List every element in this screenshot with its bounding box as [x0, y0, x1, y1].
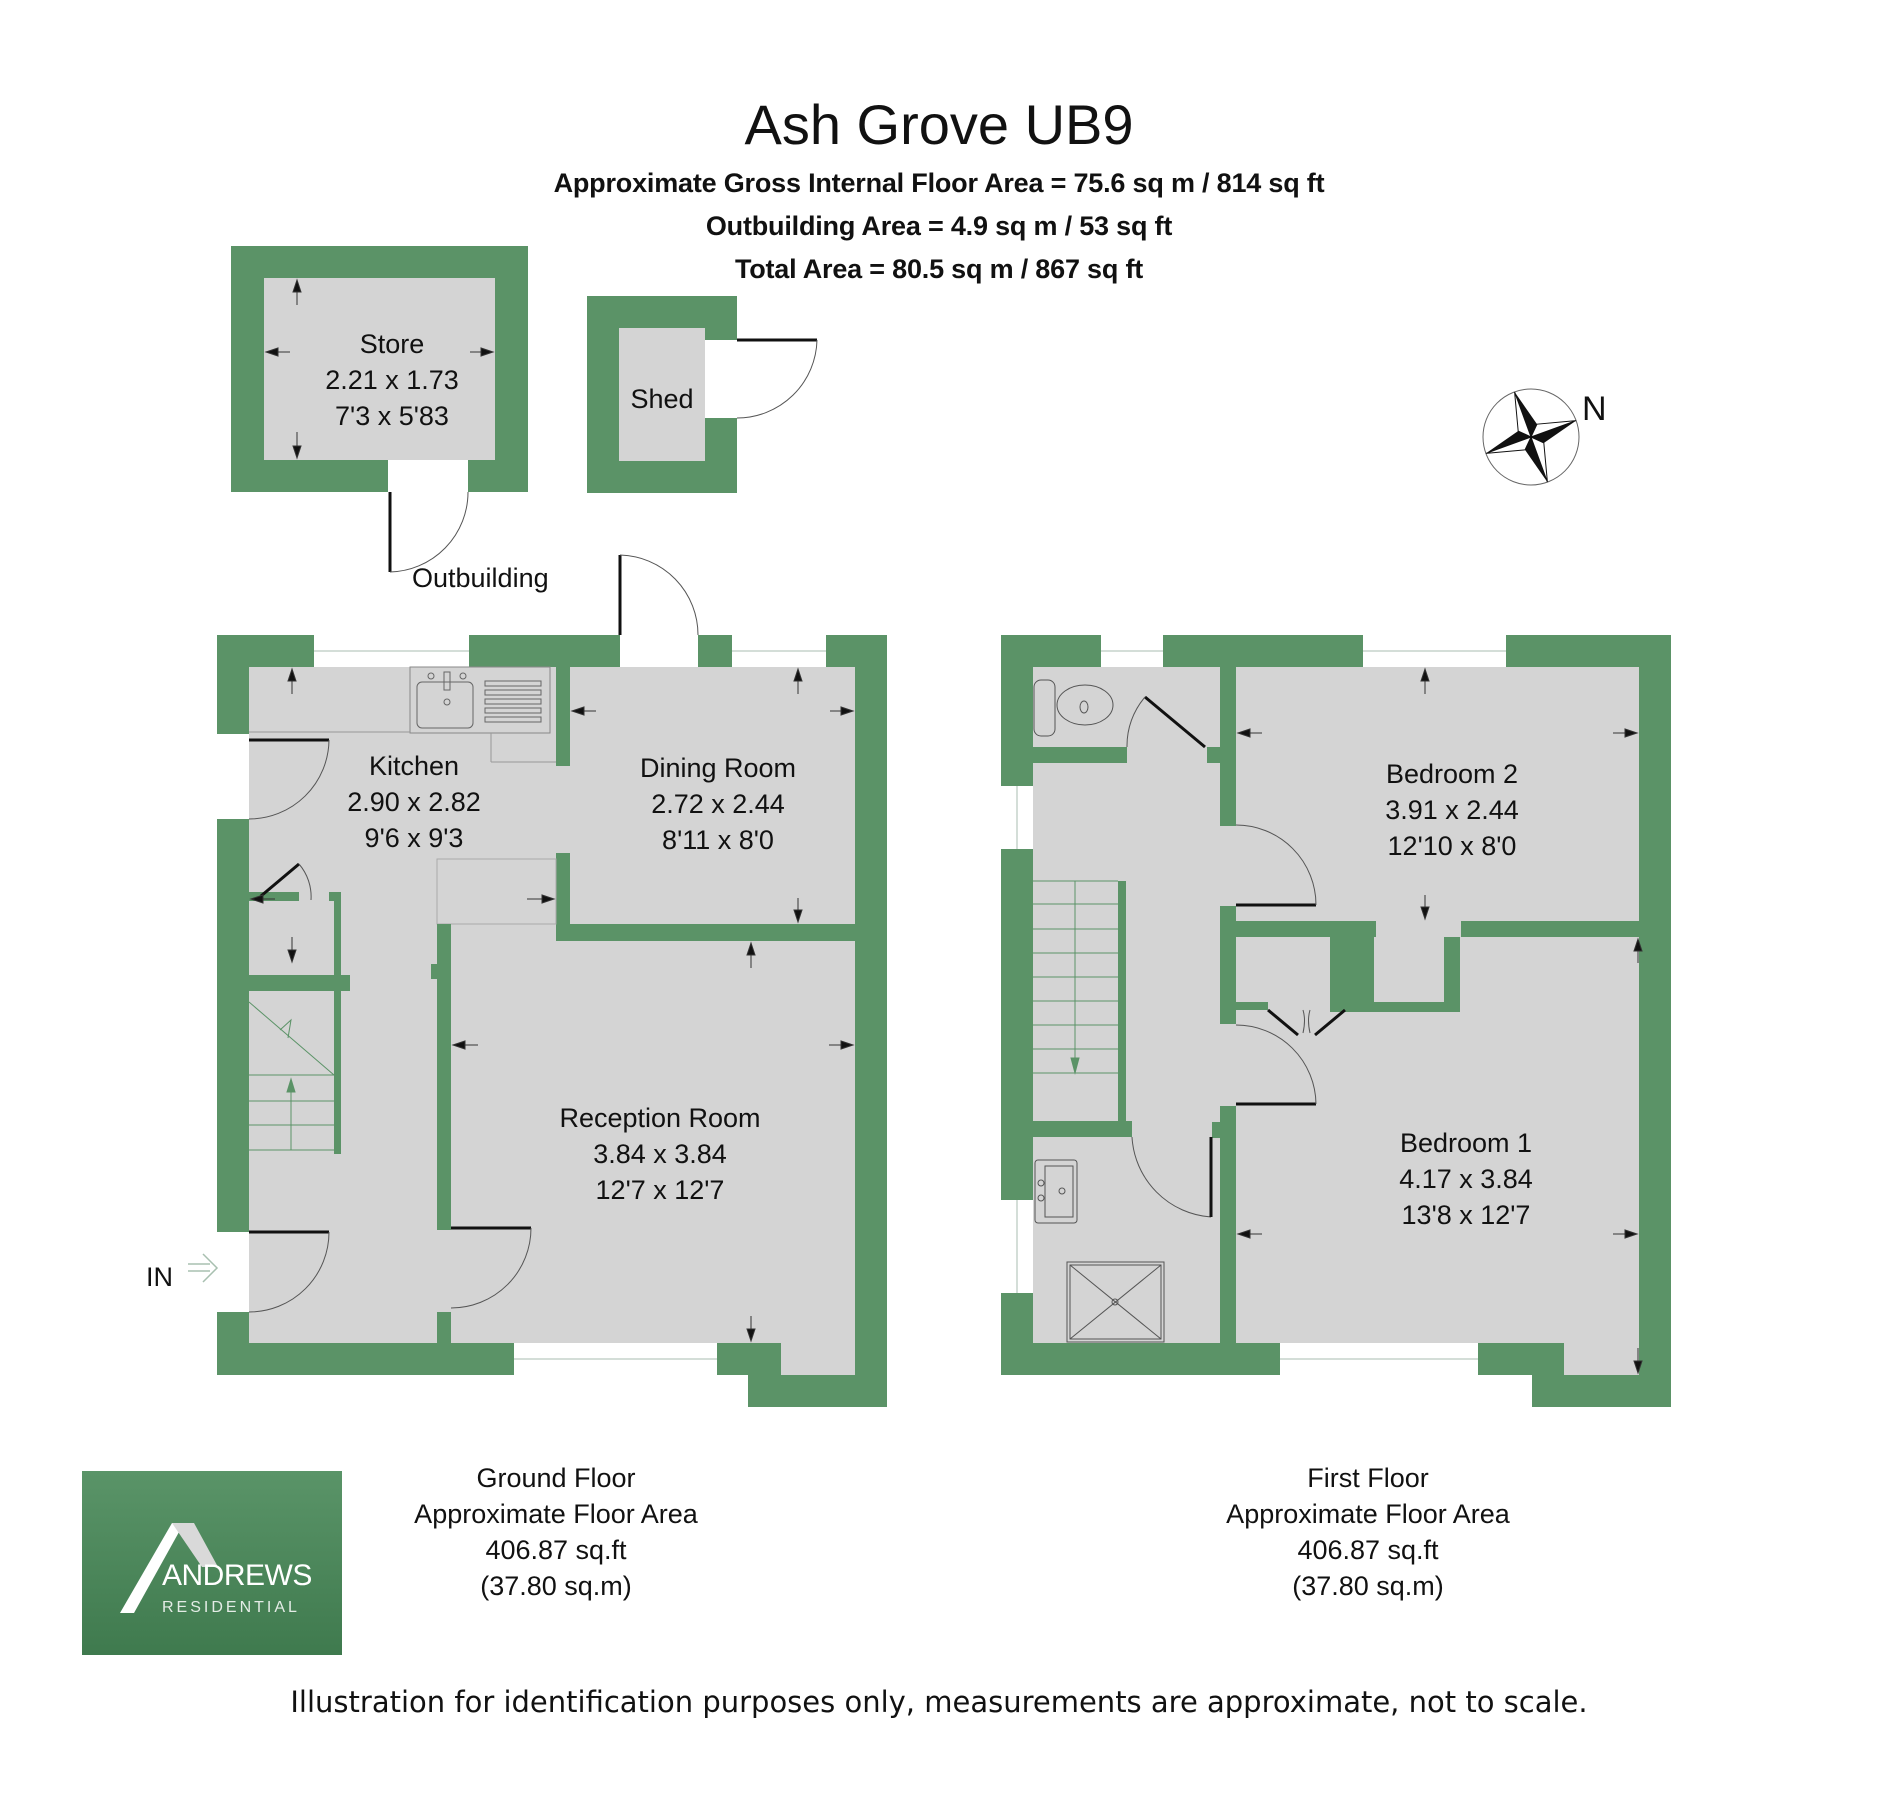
outbuilding-area: Outbuilding Area = 4.9 sq m / 53 sq ft: [705, 211, 1173, 241]
floor-area-sqm: (37.80 sq.m): [1292, 1571, 1444, 1601]
outbuilding-label: Outbuilding: [412, 563, 549, 593]
entrance-label: IN: [146, 1262, 173, 1292]
floor-area-sqft: 406.87 sq.ft: [485, 1535, 627, 1565]
basin-icon: [1034, 1159, 1078, 1224]
andrews-residential-logo: ANDREWS RESIDENTIAL: [82, 1471, 342, 1655]
room-label-kitchen: Kitchen 2.90 x 2.82 9'6 x 9'3: [347, 748, 481, 856]
plan-title: Ash Grove UB9: [744, 93, 1134, 156]
room-name: Store: [359, 329, 425, 359]
disclaimer: Illustration for identification purposes…: [290, 1685, 1588, 1719]
room-name: Kitchen: [368, 751, 460, 781]
floor-area-label: Approximate Floor Area: [1226, 1499, 1510, 1529]
dimension-arrows: [264, 278, 495, 460]
gross-internal-area: Approximate Gross Internal Floor Area = …: [553, 168, 1325, 198]
room-label-reception-room: Reception Room 3.84 x 3.84 12'7 x 12'7: [559, 1100, 760, 1208]
compass-rose-icon: [1482, 388, 1580, 486]
dimension-arrows: [1236, 667, 1643, 1375]
room-size-metric: 2.72 x 2.44: [651, 789, 785, 819]
room-size-imperial: 12'7 x 12'7: [595, 1175, 725, 1205]
floor-area-sqft: 406.87 sq.ft: [1297, 1535, 1439, 1565]
room-name: Bedroom 1: [1399, 1128, 1533, 1158]
compass-north-label: N: [1582, 390, 1607, 428]
logo-brand: ANDREWS: [162, 1559, 312, 1592]
ground-floor-caption: Ground Floor Approximate Floor Area 406.…: [414, 1460, 698, 1604]
room-size-metric: 2.90 x 2.82: [347, 787, 481, 817]
room-size-metric: 4.17 x 3.84: [1399, 1164, 1533, 1194]
room-name: Shed: [630, 384, 694, 414]
room-size-imperial: 12'10 x 8'0: [1387, 831, 1517, 861]
room-label-store: Store 2.21 x 1.73 7'3 x 5'83: [325, 326, 459, 434]
sink-unit: [409, 666, 551, 734]
room-name: Dining Room: [639, 753, 797, 783]
room-label-bedroom-2: Bedroom 2 3.91 x 2.44 12'10 x 8'0: [1385, 756, 1519, 864]
room-label-bedroom-1: Bedroom 1 4.17 x 3.84 13'8 x 12'7: [1399, 1125, 1533, 1233]
shower-tray-icon: [1066, 1261, 1165, 1343]
room-size-metric: 3.84 x 3.84: [593, 1139, 727, 1169]
room-label-dining-room: Dining Room 2.72 x 2.44 8'11 x 8'0: [640, 750, 796, 858]
shed-building: [587, 296, 818, 493]
room-size-metric: 2.21 x 1.73: [325, 365, 459, 395]
room-size-imperial: 13'8 x 12'7: [1401, 1200, 1531, 1230]
room-name: Bedroom 2: [1385, 759, 1519, 789]
roof-mark-icon: [120, 1523, 218, 1613]
room-name: Reception Room: [559, 1103, 761, 1133]
floor-name: First Floor: [1307, 1463, 1429, 1493]
room-size-imperial: 8'11 x 8'0: [662, 825, 774, 855]
staircase: [248, 1001, 335, 1151]
first-floor-caption: First Floor Approximate Floor Area 406.8…: [1226, 1460, 1510, 1604]
staircase: [1033, 880, 1118, 1075]
ground-floor-plan: [188, 554, 887, 1407]
room-size-imperial: 7'3 x 5'83: [335, 401, 449, 431]
floor-area-sqm: (37.80 sq.m): [480, 1571, 632, 1601]
dimension-arrows: [249, 667, 855, 1343]
logo-subbrand: RESIDENTIAL: [162, 1599, 300, 1616]
toilet-icon: [1033, 679, 1114, 737]
first-floor-plan: [1001, 635, 1671, 1407]
room-size-imperial: 9'6 x 9'3: [364, 823, 464, 853]
floor-area-label: Approximate Floor Area: [414, 1499, 698, 1529]
total-area: Total Area = 80.5 sq m / 867 sq ft: [734, 254, 1144, 284]
store-building: [231, 246, 528, 573]
entrance-arrow-icon: [188, 1253, 219, 1283]
room-label-shed: Shed: [630, 381, 693, 417]
room-size-metric: 3.91 x 2.44: [1385, 795, 1519, 825]
floor-name: Ground Floor: [476, 1463, 636, 1493]
